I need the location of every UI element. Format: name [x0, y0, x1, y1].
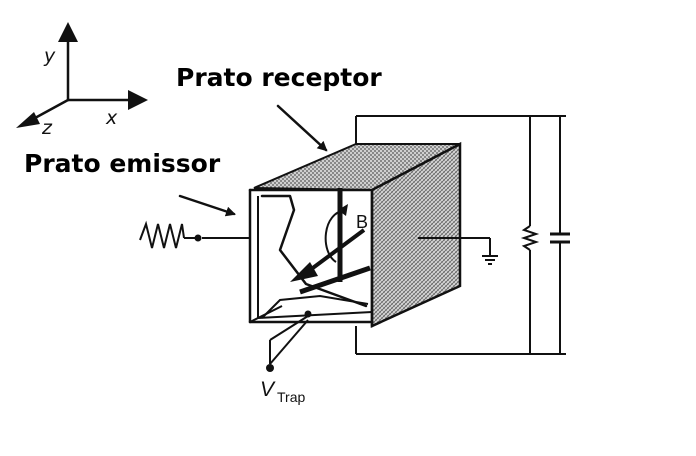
field-curve: [324, 209, 347, 263]
ground-connection: [418, 237, 498, 265]
receiver-plate-label: Prato receptor: [176, 63, 382, 92]
field-label-b: B: [356, 212, 368, 232]
external-circuit: [355, 115, 570, 355]
trap-chamber: [248, 188, 373, 324]
y-axis-arrowhead: [58, 22, 78, 42]
resistor-icon: [520, 225, 540, 251]
x-axis-label: x: [105, 107, 118, 129]
field-arrowhead: [290, 262, 318, 282]
magnetic-field: B: [290, 188, 371, 295]
heater-coil-icon: [139, 220, 185, 249]
filament-supply: [139, 220, 250, 249]
z-axis-label: z: [41, 117, 53, 139]
trap-terminal: [266, 364, 274, 372]
emitter-plate-pointer: [178, 194, 236, 217]
y-axis-label: y: [43, 45, 56, 67]
trap-voltage-subscript: Trap: [277, 389, 305, 405]
emitter-plate-label: Prato emissor: [24, 149, 221, 178]
receiver-plate-pointer: [276, 104, 328, 152]
trap-voltage-label: V: [260, 378, 276, 401]
coordinate-axes: y x z: [16, 22, 148, 139]
z-axis-arrowhead: [16, 112, 40, 128]
field-lower-bar: [299, 265, 371, 295]
trap-voltage-connection: V Trap: [260, 310, 312, 405]
x-axis-arrowhead: [128, 90, 148, 110]
